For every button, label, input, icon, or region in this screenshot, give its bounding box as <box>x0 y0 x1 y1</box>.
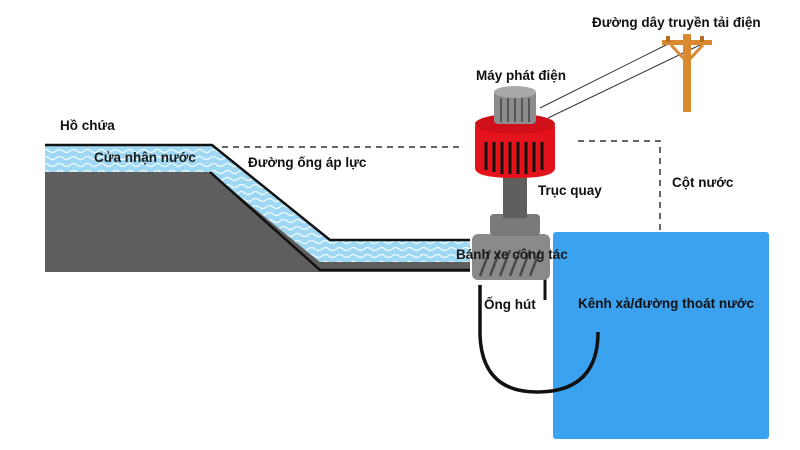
generator-fins <box>484 142 544 174</box>
label-shaft: Trục quay <box>538 183 602 198</box>
head-dashed-vertical <box>578 140 661 230</box>
ground-dam <box>45 172 470 272</box>
turbine-blades <box>478 249 542 277</box>
label-power-line: Đường dây truyền tải điện <box>592 15 761 30</box>
shaft <box>503 172 527 218</box>
label-head: Cột nước <box>672 175 734 190</box>
label-turbine: Bánh xe công tác <box>456 247 568 262</box>
power-line-2 <box>547 43 703 119</box>
draft-tube <box>478 285 600 394</box>
penstock-bottom-outline <box>209 171 470 272</box>
reservoir-water <box>45 145 470 262</box>
turbine-cap <box>490 214 540 236</box>
label-tailrace: Kênh xả/đường thoát nước <box>578 296 755 311</box>
label-draft-tube: Ống hút <box>484 297 536 312</box>
generator-top-stripes <box>500 98 530 122</box>
label-penstock: Đường ống áp lực <box>248 155 367 170</box>
label-intake: Cửa nhận nước <box>94 150 196 165</box>
power-pole <box>662 34 712 112</box>
tailrace-block <box>553 232 769 439</box>
generator-top-cap <box>494 86 536 98</box>
label-generator: Máy phát điện <box>476 68 567 83</box>
power-line-1 <box>539 43 669 109</box>
penstock-outline <box>45 143 470 242</box>
turbine-housing <box>472 234 550 280</box>
label-reservoir: Hồ chứa <box>60 118 115 133</box>
